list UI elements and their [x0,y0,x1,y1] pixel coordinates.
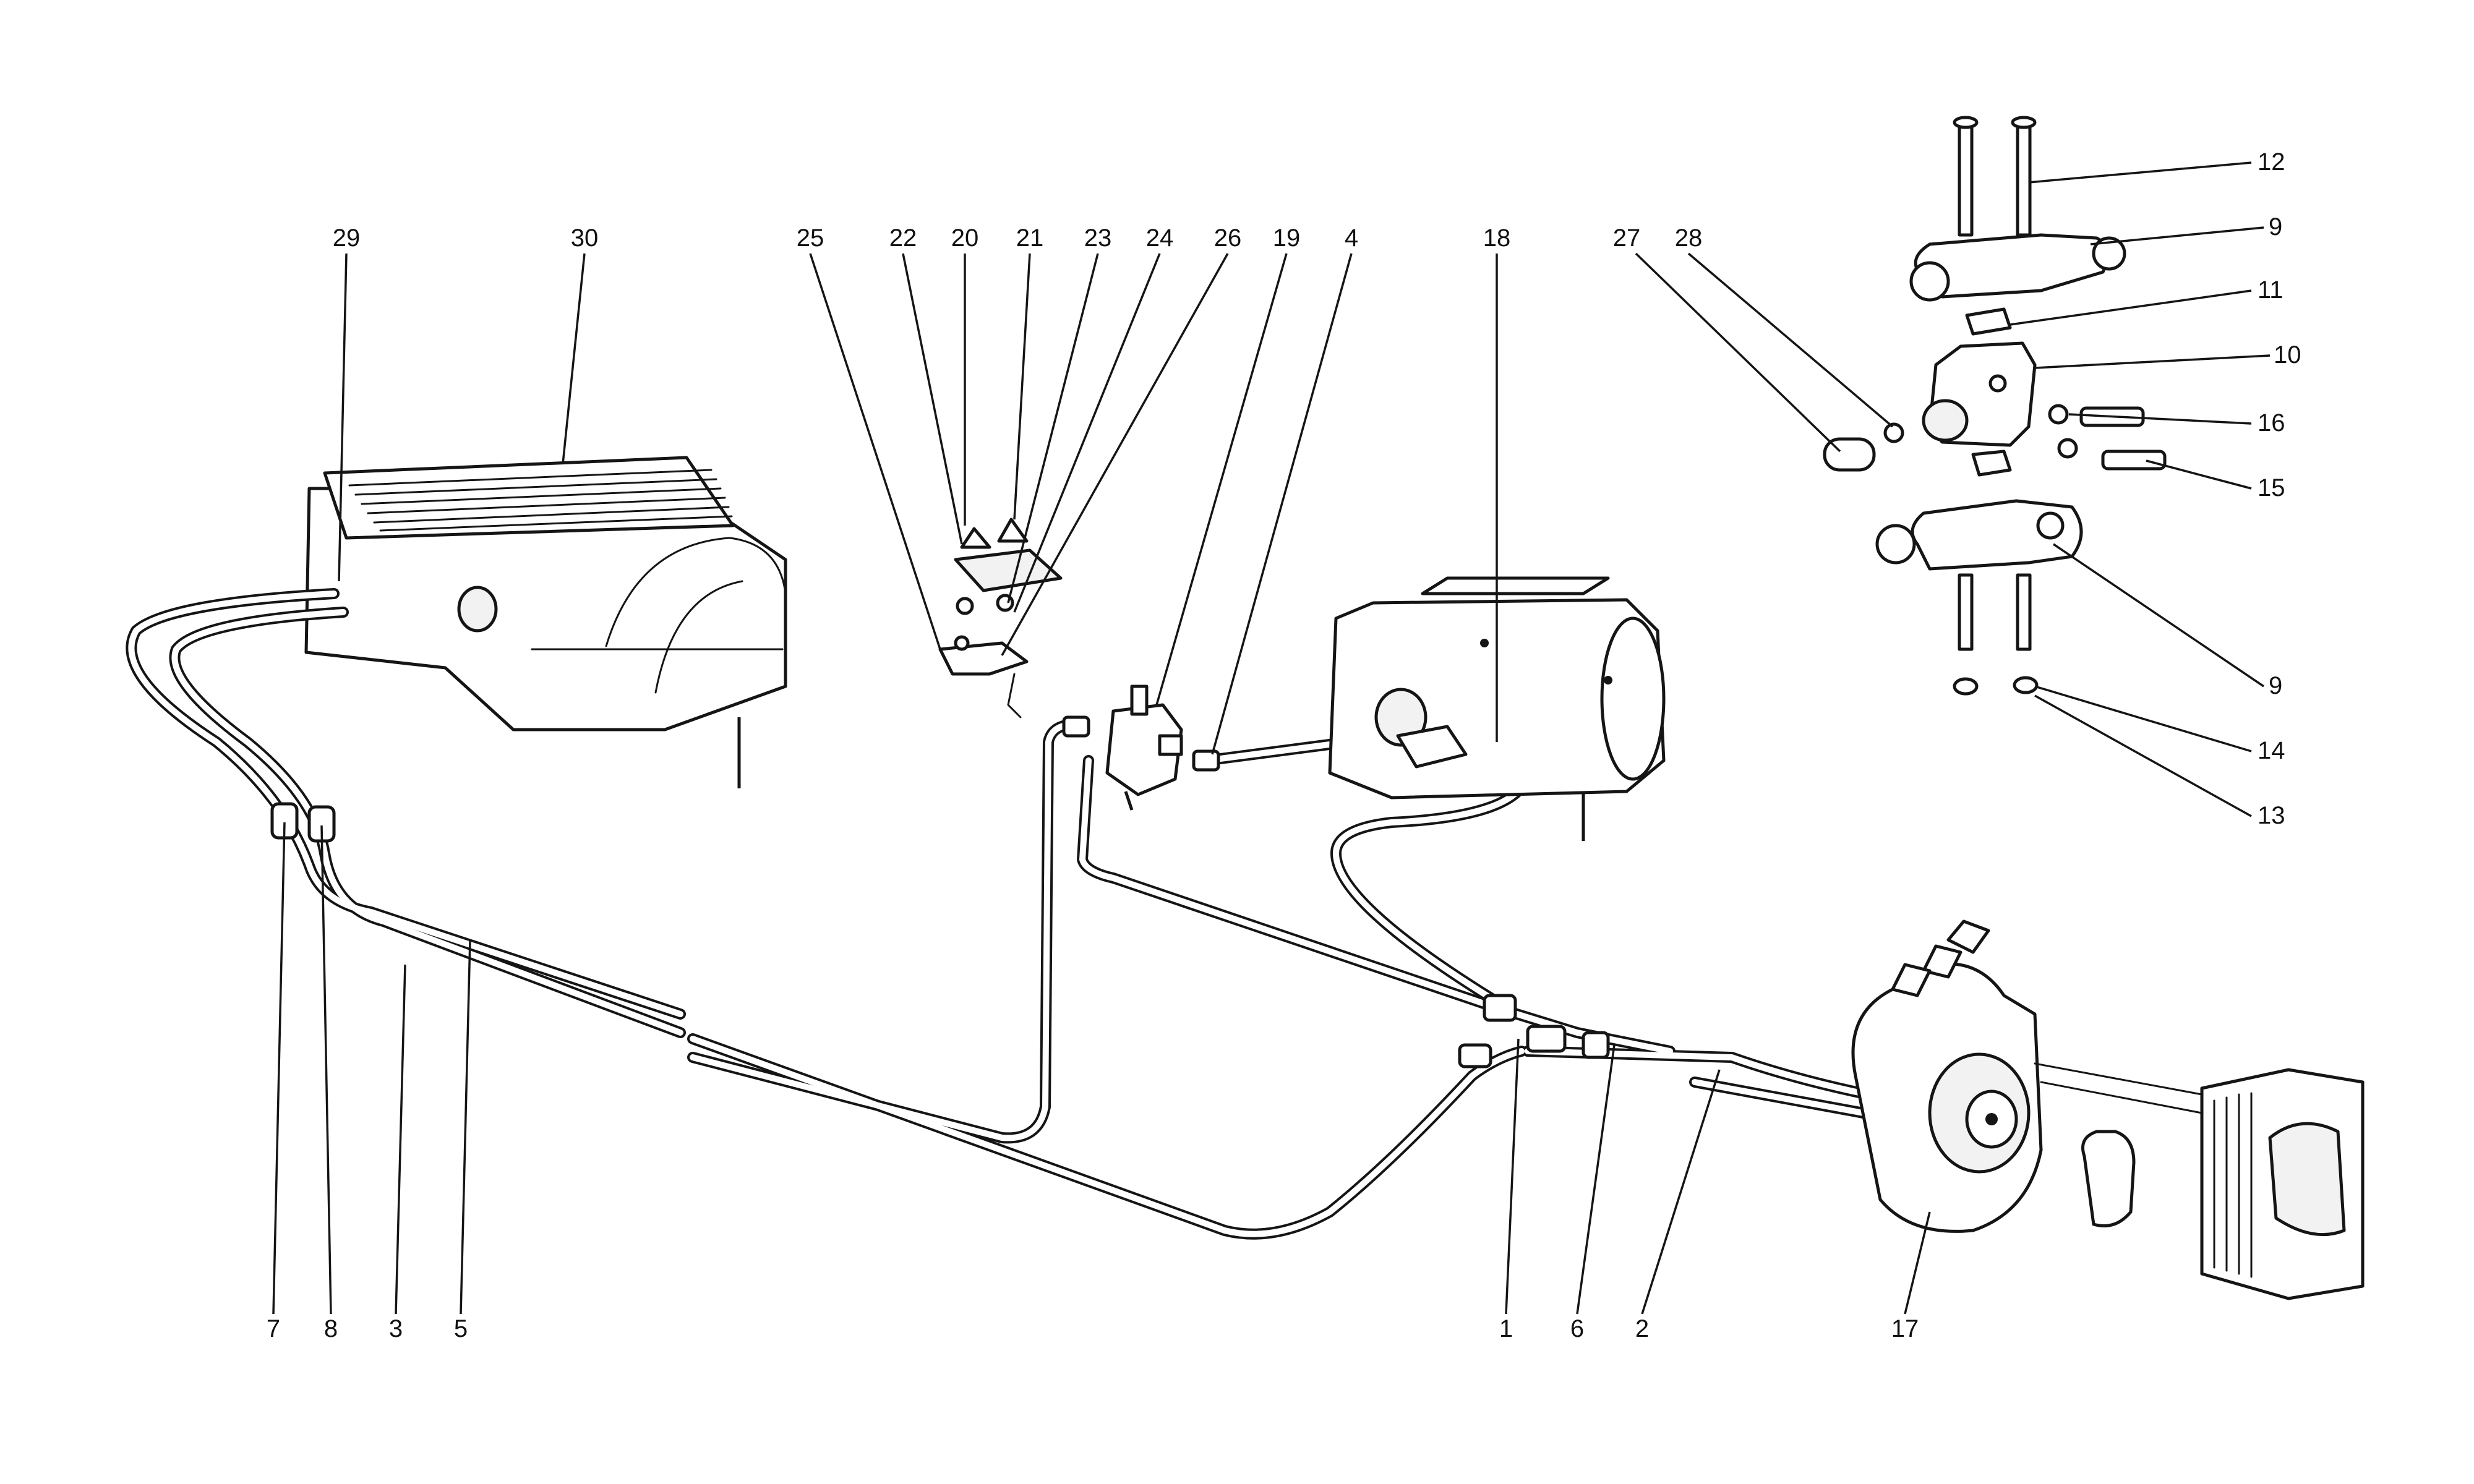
radiator-fins [2213,1092,2253,1278]
callout-16: 16 [2258,409,2285,437]
callout-2: 2 [1635,1315,1649,1342]
callout-22: 22 [889,224,917,252]
callout-13: 13 [2258,802,2285,829]
callout-7: 7 [267,1315,280,1342]
callout-labels: 29 30 25 22 20 21 23 24 26 19 4 18 27 28… [267,148,2301,1342]
callout-17: 17 [1891,1315,1919,1342]
callout-10: 10 [2274,341,2301,369]
callout-20: 20 [951,224,979,252]
callout-21: 21 [1016,224,1044,252]
expansion-valve-assembly [1823,116,2167,696]
callout-9-lower: 9 [2269,672,2282,699]
radiator-fan-section [2034,1062,2365,1300]
condenser-fins [348,469,733,532]
callout-25: 25 [797,224,824,252]
callout-30: 30 [571,224,599,252]
callout-28: 28 [1675,224,1703,252]
compressor [1851,919,2043,1233]
callout-26: 26 [1214,224,1242,252]
callout-6: 6 [1570,1315,1584,1342]
callout-27: 27 [1613,224,1641,252]
callout-8: 8 [324,1315,338,1342]
receiver-drier [1105,684,1183,811]
callout-29: 29 [333,224,361,252]
condenser-unit [304,456,787,788]
callout-1: 1 [1499,1315,1513,1342]
callout-3: 3 [389,1315,403,1342]
callout-5: 5 [454,1315,468,1342]
callout-12: 12 [2258,148,2285,176]
refrigerant-pipes [126,588,1960,1240]
callout-18: 18 [1483,224,1511,252]
pipe-outer-strokes [126,588,1960,1240]
callout-leaders [272,161,2271,1315]
callout-15: 15 [2258,474,2285,501]
callout-4: 4 [1345,224,1358,252]
callout-14: 14 [2258,737,2285,764]
callout-11: 11 [2258,276,2284,304]
callout-19: 19 [1273,224,1301,252]
callout-9-upper: 9 [2269,213,2282,241]
pressure-switch-assembly [938,518,1063,719]
callout-23: 23 [1084,224,1112,252]
callout-24: 24 [1146,224,1174,252]
